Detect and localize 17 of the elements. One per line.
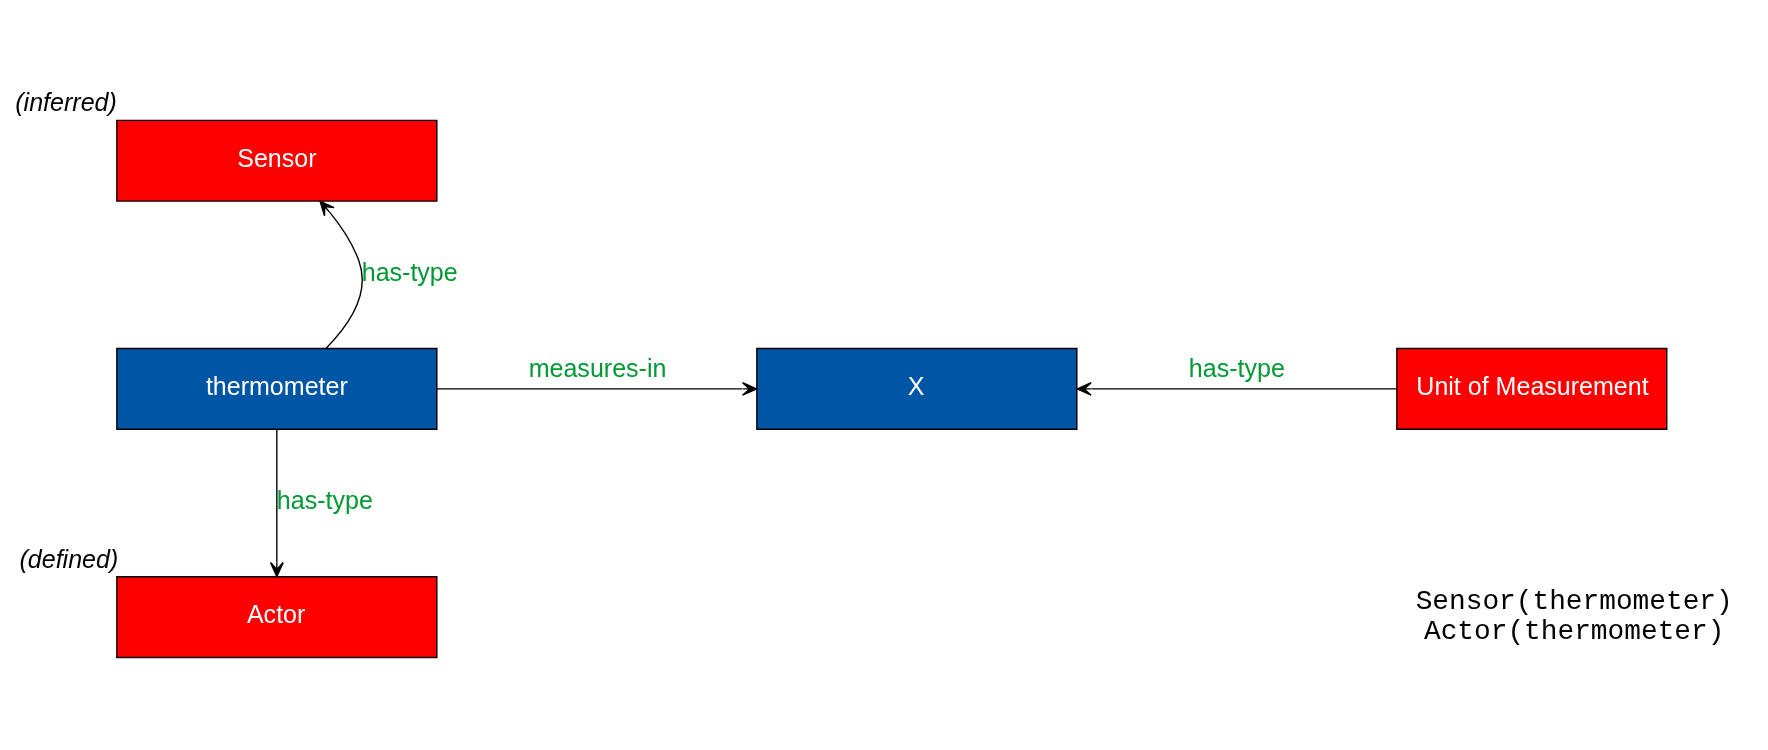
node-label: (inferred) bbox=[14, 88, 117, 117]
node-box: Actor bbox=[115, 576, 438, 659]
arrow bbox=[435, 381, 757, 396]
node-box: Unit of Measurement bbox=[1395, 347, 1667, 430]
arrow bbox=[318, 200, 363, 350]
node-box: thermometer bbox=[115, 347, 438, 430]
node-box: X bbox=[755, 347, 1078, 430]
edge-label: has-type bbox=[276, 486, 373, 515]
arrow bbox=[269, 428, 284, 578]
edge-label: measures-in bbox=[528, 353, 666, 382]
label: Sensor(thermometer) bbox=[1415, 585, 1733, 617]
node-label: (defined) bbox=[18, 544, 118, 573]
edge-label: has-type bbox=[361, 257, 458, 286]
label: Actor(thermometer) bbox=[1423, 616, 1724, 648]
node-box: Sensor bbox=[115, 119, 438, 202]
arrow bbox=[1076, 381, 1397, 396]
edge-label: has-type bbox=[1188, 353, 1285, 382]
